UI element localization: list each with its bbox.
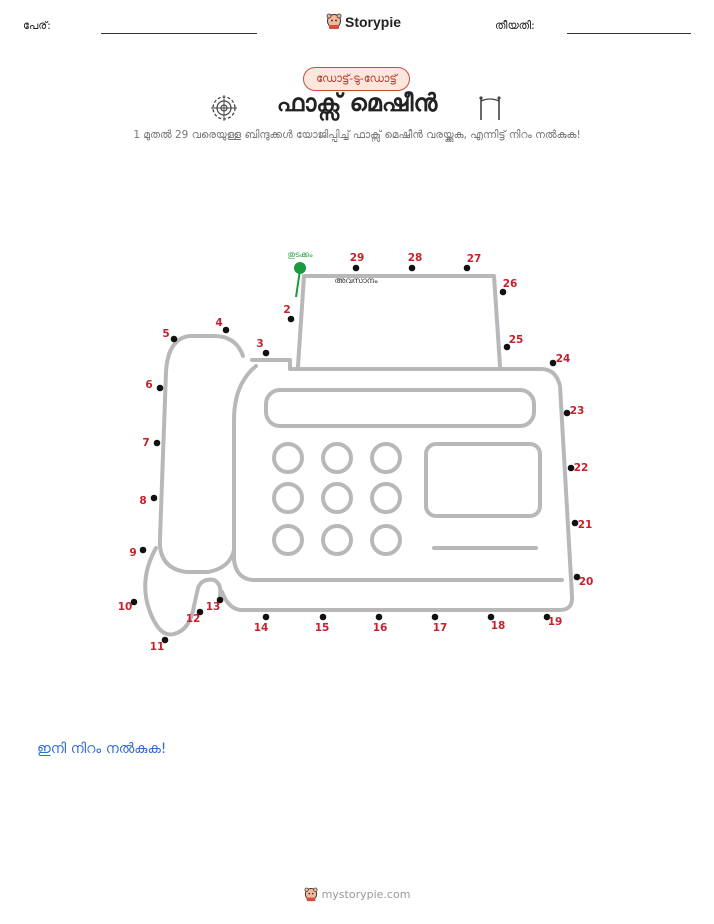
dot-number: 14 (254, 622, 269, 634)
dot-number: 24 (556, 353, 571, 365)
dot-number: 2 (283, 304, 290, 316)
dot (150, 494, 158, 502)
dot (130, 598, 138, 606)
dot (156, 384, 164, 392)
dot-number: 29 (350, 252, 365, 264)
dot (319, 613, 327, 621)
color-prompt: ഇനി നിറം നൽകുക! (37, 741, 167, 757)
dot-number: 3 (256, 338, 263, 350)
dot (161, 636, 169, 644)
dot (567, 464, 575, 472)
brand-name: Storypie (345, 13, 402, 30)
date-label: തീയതി: (495, 19, 535, 32)
dot-number: 15 (315, 622, 330, 634)
dot-number: 7 (142, 437, 149, 449)
dot (262, 613, 270, 621)
dot-number: 27 (467, 253, 482, 265)
dot-number: 8 (139, 495, 146, 507)
instructions-text: 1 മുതൽ 29 വരെയുള്ള ബിന്ദുക്കൾ യോജിപ്പിച്… (133, 129, 581, 141)
name-label: പേര്: (23, 19, 51, 32)
dot-number: 22 (574, 462, 589, 474)
dot-number: 25 (509, 334, 524, 346)
dot-number: 13 (206, 601, 221, 613)
dot (408, 264, 416, 272)
dot-number: 5 (162, 328, 169, 340)
page-title: ഫാക്സ് മെഷീൻ (276, 89, 438, 117)
storypie-mascot-icon (304, 887, 318, 902)
activity-badge: ഡോട്ട്-ടു-ഡോട്ട് (303, 67, 410, 91)
end-label: അവസാനം (335, 276, 379, 285)
dot (262, 349, 270, 357)
name-field-line[interactable] (101, 33, 257, 34)
dot (503, 343, 511, 351)
dot (543, 613, 551, 621)
dot-number: 4 (215, 317, 222, 329)
storypie-mascot-icon (326, 13, 342, 29)
dot-number: 16 (373, 622, 388, 634)
finish-gate-icon (479, 96, 501, 120)
start-dot (294, 262, 306, 274)
start-marker-line (295, 269, 301, 298)
dot-number: 26 (503, 278, 518, 290)
dot (463, 264, 471, 272)
dot-number: 23 (570, 405, 585, 417)
dot-number: 11 (150, 641, 165, 653)
dot (431, 613, 439, 621)
dot-number: 12 (186, 613, 201, 625)
start-label: തുടക്കം (288, 250, 314, 259)
dot-number: 18 (491, 620, 506, 632)
dot (571, 519, 579, 527)
dot (375, 613, 383, 621)
dot (352, 264, 360, 272)
dot (216, 596, 224, 604)
dot (563, 409, 571, 417)
dot-number: 28 (408, 252, 423, 264)
dot (196, 608, 204, 616)
dot (573, 573, 581, 581)
dot (139, 546, 147, 554)
dot-number: 20 (579, 576, 594, 588)
dot (287, 315, 295, 323)
gear-target-icon (211, 95, 237, 121)
dot (153, 439, 161, 447)
dot-number: 10 (118, 601, 133, 613)
dot (549, 359, 557, 367)
footer-link[interactable]: mystorypie.com (321, 888, 411, 901)
fax-machine-outline (143, 274, 575, 637)
dot-number: 9 (129, 547, 136, 559)
dot-number: 21 (578, 519, 593, 531)
footer: mystorypie.com (0, 887, 714, 902)
date-field-line[interactable] (567, 33, 691, 34)
dot-number: 17 (433, 622, 448, 634)
dot-number: 19 (548, 616, 563, 628)
dot (499, 288, 507, 296)
dot (170, 335, 178, 343)
dot-number: 6 (145, 379, 152, 391)
dot (222, 326, 230, 334)
dot (487, 613, 495, 621)
brand-logo: Storypie (326, 13, 401, 30)
